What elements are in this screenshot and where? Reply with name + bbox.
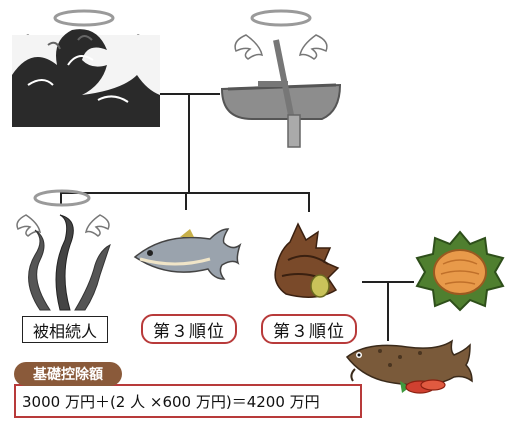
heir-label: 被相続人 bbox=[22, 316, 108, 343]
halo-icon bbox=[53, 9, 115, 27]
wing-icon bbox=[84, 214, 110, 237]
halo-icon bbox=[250, 9, 312, 27]
spouse-line bbox=[160, 93, 220, 95]
child-drop-seaweed bbox=[60, 192, 62, 206]
cod-drop-line bbox=[387, 281, 389, 341]
turban-shell-icon bbox=[274, 222, 340, 298]
deduction-formula: 3000 万円＋(2 人 ×600 万円)＝4200 万円 bbox=[14, 384, 362, 418]
rank-label-shell: 第３順位 bbox=[261, 314, 357, 344]
great-wave-icon bbox=[12, 9, 160, 128]
cod-icon bbox=[345, 339, 473, 394]
rowboat-icon bbox=[220, 9, 342, 148]
sea-urchin-icon bbox=[415, 230, 505, 312]
wing-icon bbox=[299, 34, 328, 60]
children-stem-line bbox=[188, 93, 190, 193]
seaweed-icon bbox=[16, 189, 111, 311]
wing-icon bbox=[16, 214, 42, 237]
halo-icon bbox=[33, 189, 91, 207]
wing-icon bbox=[234, 34, 263, 60]
child-drop-tuna bbox=[185, 192, 187, 210]
rank-label-tuna: 第３順位 bbox=[141, 314, 237, 344]
deduction-title-badge: 基礎控除額 bbox=[14, 362, 122, 386]
child-drop-shell bbox=[308, 192, 310, 212]
tuna-icon bbox=[133, 228, 242, 280]
